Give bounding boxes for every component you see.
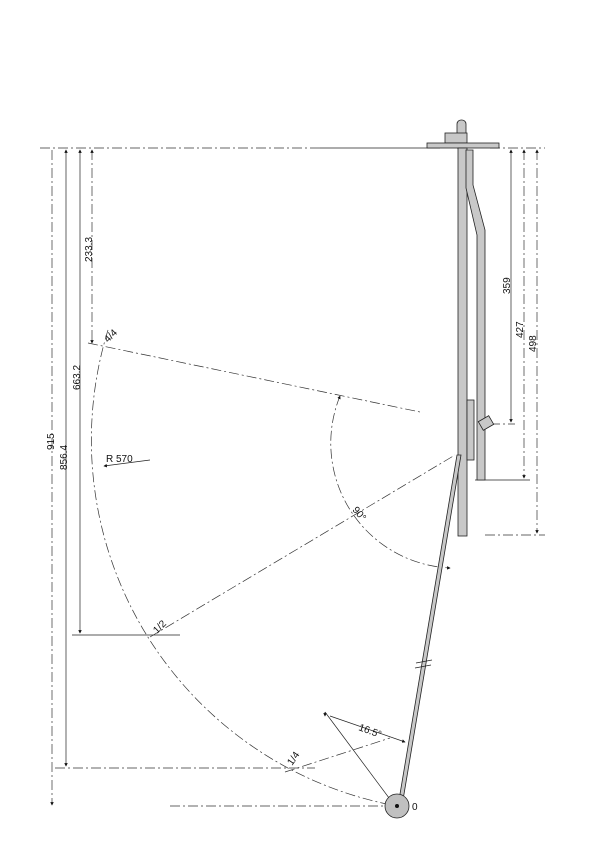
radius-label: R 570 [106, 454, 133, 465]
angle-16-5-label: 16.5° [357, 722, 383, 740]
right-dimensions [509, 149, 539, 534]
dim-359: 359 [502, 277, 513, 294]
position-4-4: 4/4 [102, 327, 120, 345]
dim-915: 915 [46, 433, 57, 450]
dim-427: 427 [515, 321, 526, 338]
position-1-2: 1/2 [151, 618, 169, 636]
dim-663-2: 663.2 [72, 365, 83, 390]
dim-856-4: 856.4 [59, 445, 70, 470]
swing-arc [87, 329, 456, 807]
reference-lines [40, 147, 545, 807]
rod-assembly [384, 119, 500, 819]
left-dimensions [50, 149, 94, 806]
angle-90-label: 90° [350, 505, 368, 524]
position-1-4: 1/4 [285, 750, 302, 768]
dim-498: 498 [528, 335, 539, 352]
position-0: 0 [412, 802, 418, 813]
dim-233-3: 233.3 [84, 237, 95, 262]
